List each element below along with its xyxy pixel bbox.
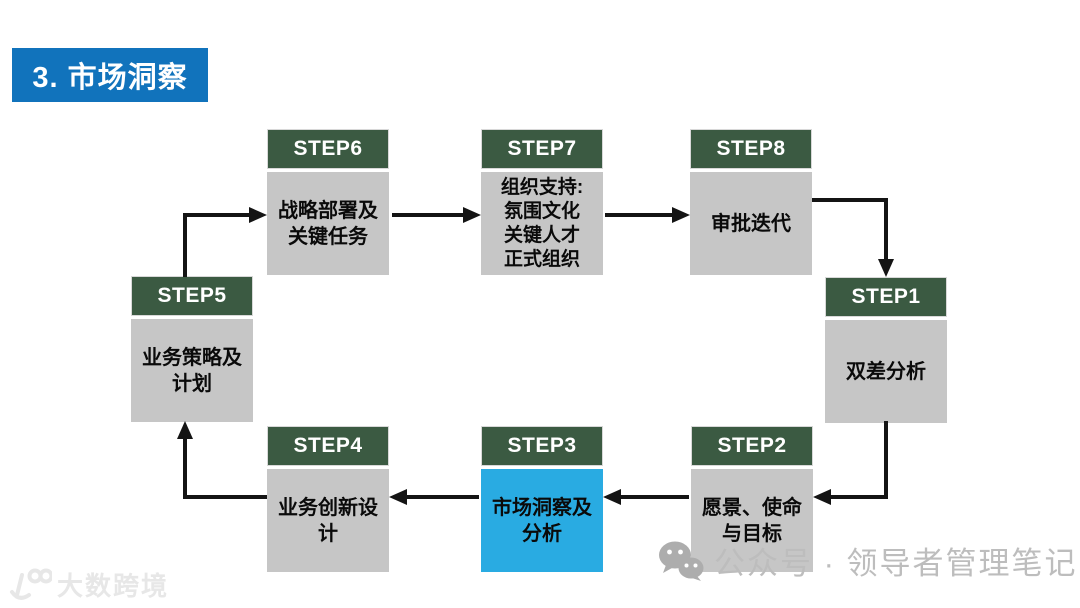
page-title: 3. 市场洞察 (12, 48, 208, 102)
step4-box: STEP4 业务创新设 计 (267, 426, 389, 572)
step6-header: STEP6 (267, 129, 389, 169)
step8-header: STEP8 (690, 129, 812, 169)
step8-body: 审批迭代 (690, 172, 812, 275)
logo-100-icon (8, 567, 52, 603)
step7-header: STEP7 (481, 129, 603, 169)
step6-box: STEP6 战略部署及 关键任务 (267, 129, 389, 275)
wechat-icon (658, 540, 704, 582)
step3-body-highlighted: 市场洞察及 分析 (481, 469, 603, 572)
watermark-left-label: 大数跨境 (57, 571, 170, 601)
step5-header: STEP5 (131, 276, 253, 316)
step7-box: STEP7 组织支持: 氛围文化 关键人才 正式组织 (481, 129, 603, 275)
step1-body: 双差分析 (825, 320, 947, 423)
arrow-step8-to-step1 (812, 198, 894, 277)
watermark-bottom-right: 公众号 · 领导者管理笔记 (658, 538, 1078, 583)
arrow-step5-to-step6 (183, 207, 267, 277)
step6-body: 战略部署及 关键任务 (267, 172, 389, 275)
step3-header: STEP3 (481, 426, 603, 466)
step4-body: 业务创新设 计 (267, 469, 389, 572)
watermark-right-label: 公众号 · 领导者管理笔记 (714, 546, 1078, 581)
step1-header: STEP1 (825, 277, 947, 317)
arrow-step4-to-step5 (177, 421, 267, 499)
step8-box: STEP8 审批迭代 (690, 129, 812, 275)
step5-box: STEP5 业务策略及 计划 (131, 276, 253, 422)
step4-header: STEP4 (267, 426, 389, 466)
step2-box: STEP2 愿景、使命 与目标 (691, 426, 813, 572)
arrow-step1-to-step2 (813, 421, 888, 505)
step1-box: STEP1 双差分析 (825, 277, 947, 423)
step2-body: 愿景、使命 与目标 (691, 469, 813, 572)
step3-box: STEP3 市场洞察及 分析 (481, 426, 603, 572)
watermark-bottom-left: 大数跨境 (8, 566, 169, 603)
step7-body: 组织支持: 氛围文化 关键人才 正式组织 (481, 172, 603, 275)
step5-body: 业务策略及 计划 (131, 319, 253, 422)
step2-header: STEP2 (691, 426, 813, 466)
